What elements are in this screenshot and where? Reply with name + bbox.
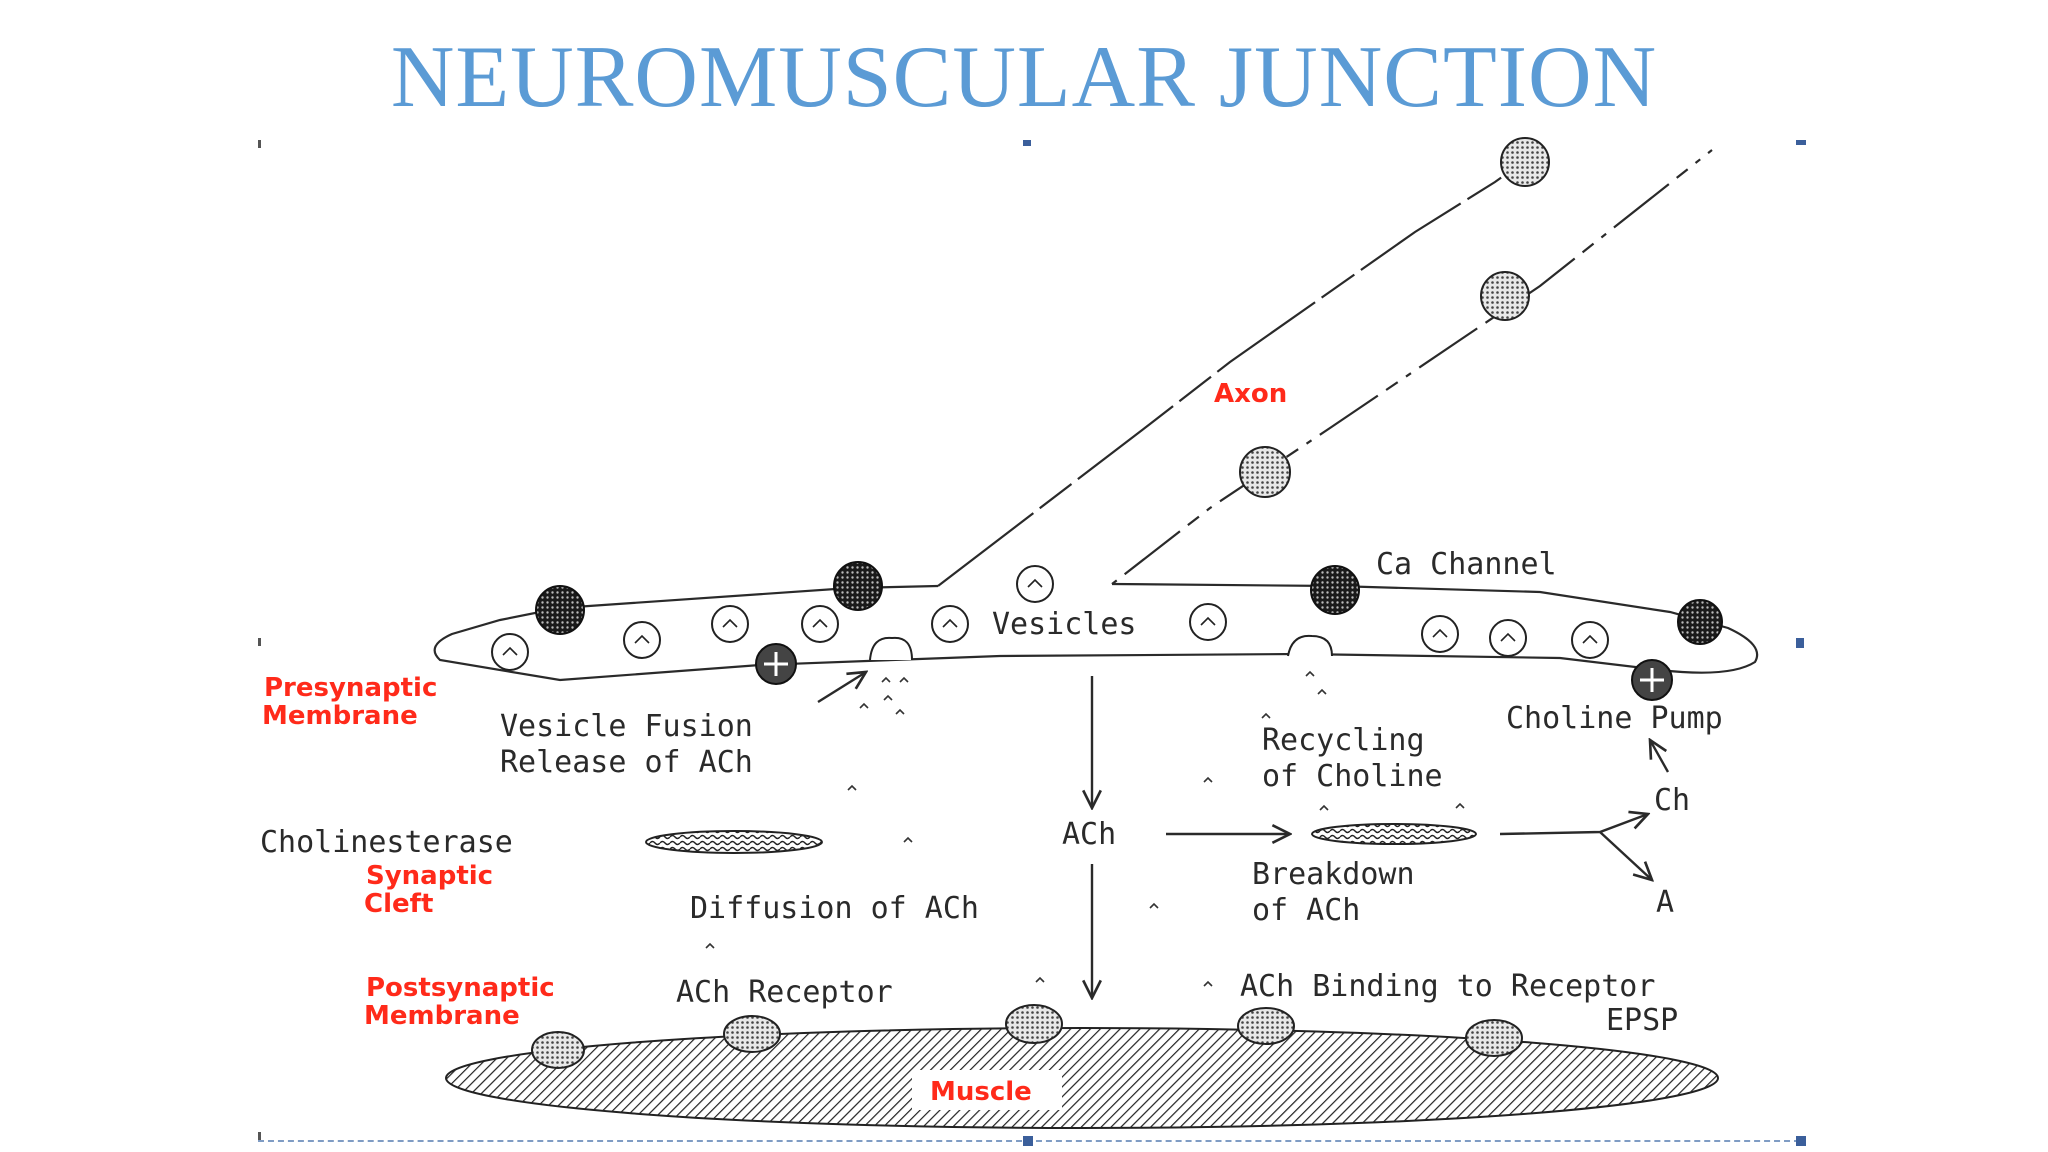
ach-label: ACh — [1062, 817, 1116, 852]
ach-receptor-label: ACh Receptor — [676, 975, 893, 1010]
recycling-label-2: of Choline — [1262, 759, 1443, 794]
muscle-label: Muscle — [930, 1077, 1032, 1107]
axon-left-wall — [937, 149, 1541, 587]
axon-right-wall — [1111, 149, 1713, 585]
resize-handle-right-mid[interactable] — [1796, 638, 1804, 648]
ach-receptor — [531, 1031, 585, 1069]
vesicles-label: Vesicles — [992, 607, 1137, 642]
ach-receptor — [1465, 1019, 1523, 1057]
arrow-breakdown-split — [1499, 814, 1648, 836]
arrow-to-a — [1599, 831, 1652, 880]
axon-node-1 — [1500, 137, 1550, 187]
vesicle — [491, 633, 529, 671]
vesicle — [711, 605, 749, 643]
breakdown-label-2: of ACh — [1252, 893, 1360, 928]
vesicle-contents — [502, 578, 1598, 656]
axon-label: Axon — [1214, 379, 1287, 409]
flow-arrows — [817, 672, 1670, 998]
axon-node-2 — [1480, 271, 1530, 321]
resize-handle-top-right[interactable] — [1796, 140, 1806, 145]
vesicle — [1189, 603, 1227, 641]
vesicles — [491, 565, 1609, 671]
presynaptic-terminal — [433, 582, 1759, 682]
muscle-label-bg — [912, 1070, 1062, 1110]
cholinesterase-right — [1311, 823, 1477, 845]
choline-pump-label: Choline Pump — [1506, 701, 1723, 736]
ach-receptor — [723, 1015, 781, 1053]
synaptic-cleft-label-2: Cleft — [364, 889, 433, 919]
ca-channel-4 — [1677, 599, 1723, 645]
vesicle-recycle-pore — [1287, 634, 1333, 657]
ach-binding-label: ACh Binding to Receptor — [1240, 969, 1655, 1004]
ca-channels — [535, 561, 1723, 645]
cholinesterase-enzymes — [645, 823, 1477, 854]
cholinesterase-label: Cholinesterase — [260, 825, 513, 860]
vesicle — [1489, 619, 1527, 657]
vesicle — [1016, 565, 1054, 603]
ch-label: Ch — [1654, 783, 1690, 818]
terminal-top — [433, 582, 1759, 682]
vesicle-fusion-label-1: Vesicle Fusion — [500, 709, 753, 744]
diffusion-label: Diffusion of ACh — [690, 891, 979, 926]
resize-handle-bottom-right[interactable] — [1796, 1136, 1806, 1146]
choline-pumps — [755, 643, 1673, 701]
resize-handle-bottom-mid[interactable] — [1023, 1136, 1033, 1146]
frame-tick-left-mid — [258, 638, 261, 646]
a-label: A — [1656, 885, 1674, 920]
ach-receptors — [531, 1004, 1523, 1069]
vesicle — [623, 621, 661, 659]
presynaptic-label-2: Membrane — [262, 701, 418, 731]
slide-title: NEUROMUSCULAR JUNCTION — [390, 29, 1658, 126]
ach-receptor — [1237, 1007, 1295, 1045]
cholinesterase-left — [645, 830, 823, 854]
postsynaptic-label-1: Postsynaptic — [366, 973, 555, 1003]
frame-tick-left-top — [258, 140, 261, 148]
ach-receptor — [1005, 1004, 1063, 1044]
recycling-label-1: Recycling — [1262, 723, 1425, 758]
vesicle-fusion-pore — [869, 636, 913, 661]
arrow-fusion — [817, 672, 866, 704]
presynaptic-label-1: Presynaptic — [264, 673, 437, 703]
ca-channel-label: Ca Channel — [1376, 547, 1557, 582]
vesicle — [1421, 615, 1459, 653]
axon — [937, 149, 1713, 587]
muscle-body — [445, 1027, 1719, 1129]
ca-channel-2 — [833, 561, 883, 611]
arrow-ch-to-pump — [1650, 740, 1670, 773]
synaptic-cleft-label-1: Synaptic — [366, 861, 493, 891]
vesicle — [801, 605, 839, 643]
frame-tick-left-bottom — [258, 1132, 261, 1140]
epsp-label: EPSP — [1606, 1003, 1678, 1038]
vesicle — [931, 605, 969, 643]
muscle — [445, 1027, 1719, 1129]
vesicle-fusion-label-2: Release of ACh — [500, 745, 753, 780]
vesicle — [1571, 621, 1609, 659]
ca-channel-3 — [1310, 565, 1360, 615]
breakdown-label-1: Breakdown — [1252, 857, 1415, 892]
postsynaptic-label-2: Membrane — [364, 1001, 520, 1031]
resize-handle-top-mid[interactable] — [1023, 140, 1031, 146]
ca-channel-1 — [535, 585, 585, 635]
axon-node-3 — [1239, 446, 1291, 498]
axon-nodes — [1239, 137, 1550, 498]
ach-molecules — [705, 670, 1465, 987]
